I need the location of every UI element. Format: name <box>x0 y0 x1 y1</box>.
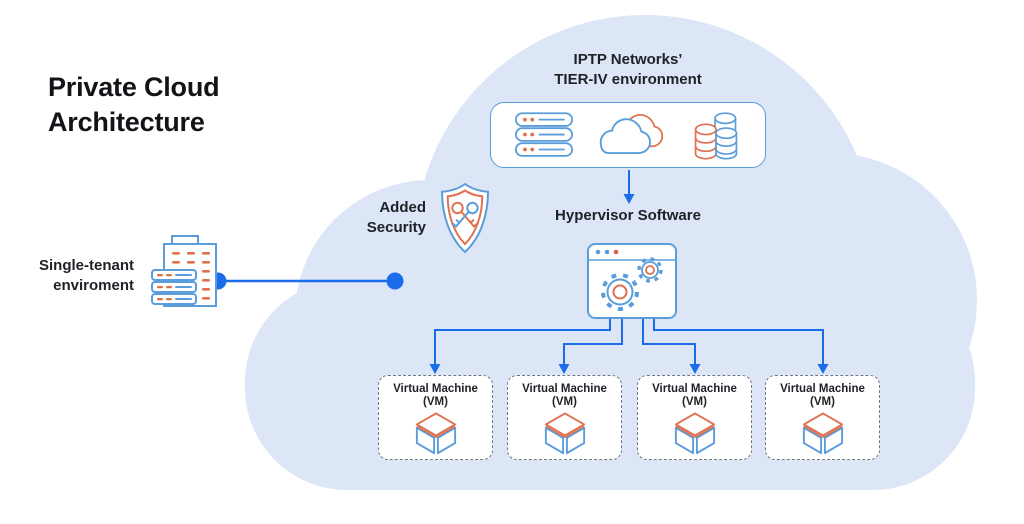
arrowhead-icon <box>429 364 441 374</box>
vm-label: Virtual Machine <box>393 383 478 395</box>
dual-cloud-icon <box>599 114 664 154</box>
arrowhead-icon <box>817 364 829 374</box>
key-icon <box>451 201 478 228</box>
arrow-hypervisor-to-vm4 <box>653 319 824 365</box>
single-tenant-label: Single-tenant enviroment <box>28 256 134 296</box>
app-window-gears-icon <box>587 243 677 319</box>
hypervisor-label: Hypervisor Software <box>555 207 701 224</box>
vm-label: Virtual Machine <box>652 383 737 395</box>
tier-environment-label-line1: IPTP Networks’ <box>573 51 683 68</box>
tier-environment-label: IPTP Networks’ TIER-IV environment <box>478 50 778 90</box>
added-security-label: Added Security <box>328 198 426 238</box>
vm-label-abbr: (VM) <box>552 396 577 408</box>
arrowhead-icon <box>623 194 635 204</box>
vm-label: Virtual Machine <box>780 383 865 395</box>
single-tenant-label-line2: enviroment <box>53 277 134 294</box>
cube-icon <box>415 412 456 455</box>
tier-environment-label-line2: TIER-IV environment <box>554 71 702 88</box>
vm-box-2: Virtual Machine (VM) <box>507 375 622 460</box>
page-title-line2: Architecture <box>48 107 205 137</box>
arrowhead-icon <box>689 364 701 374</box>
server-row-icon <box>151 269 197 305</box>
cube-icon <box>544 412 585 455</box>
gear-icon <box>637 257 663 283</box>
vm-label-abbr: (VM) <box>810 396 835 408</box>
vm-label: Virtual Machine <box>522 383 607 395</box>
link-endpoint-dot <box>386 272 404 290</box>
single-tenant-label-line1: Single-tenant <box>38 257 134 274</box>
page-title: Private Cloud Architecture <box>48 70 220 140</box>
vm-label-abbr: (VM) <box>423 396 448 408</box>
key-icon <box>452 201 479 228</box>
tenant-server-building-icon <box>151 235 217 307</box>
tier-environment-box <box>490 102 766 168</box>
vm-box-1: Virtual Machine (VM) <box>378 375 493 460</box>
server-stack-icon <box>515 112 573 157</box>
arrow-hypervisor-to-vm1 <box>434 319 611 365</box>
vm-box-4: Virtual Machine (VM) <box>765 375 880 460</box>
arrow-hypervisor-to-vm2 <box>563 319 623 365</box>
page-title-line1: Private Cloud <box>48 72 220 102</box>
database-stack-icon <box>694 112 738 160</box>
cube-icon <box>802 412 843 455</box>
cube-icon <box>674 412 715 455</box>
arrow-hypervisor-to-vm3 <box>642 319 696 365</box>
vm-box-3: Virtual Machine (VM) <box>637 375 752 460</box>
single-tenant-link-line <box>209 272 404 290</box>
gear-icon <box>601 273 639 311</box>
added-security-label-line1: Added <box>379 199 426 216</box>
arrowhead-icon <box>558 364 570 374</box>
shield-crossed-keys-icon <box>440 182 490 254</box>
vm-label-abbr: (VM) <box>682 396 707 408</box>
added-security-label-line2: Security <box>366 219 426 236</box>
